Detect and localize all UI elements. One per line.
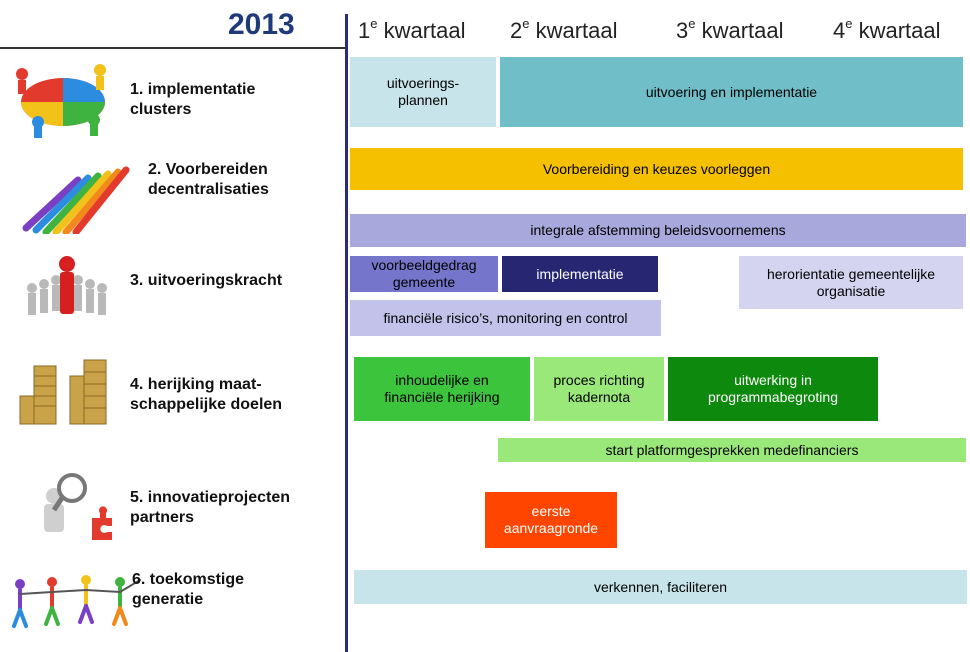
quarter-4-header: 4e kwartaal: [833, 16, 941, 43]
colored-arrows-icon: [22, 158, 132, 236]
row-label-voorbereiden-decentralisaties: 2. Voorbereiden decentralisaties: [148, 161, 269, 198]
bar-voorbereiding: Voorbereiding en keuzes voorleggen: [348, 146, 965, 192]
row-label-implementatie-clusters: 1. implementatie clusters: [130, 81, 256, 118]
row-label-herijking: 4. herijking maat- schappelijke doelen: [130, 376, 283, 413]
bar-financiele-risicos: financiële risico’s, monitoring en contr…: [348, 298, 663, 338]
row-label-innovatieprojecten: 5. innovatieprojecten partners: [130, 489, 291, 526]
quarter-2-header: 2e kwartaal: [510, 16, 618, 43]
bar-inhoudelijke-herijking: inhoudelijke en financiële herijking: [352, 355, 532, 423]
bar-uitvoering-en-implementatie: uitvoering en implementatie: [498, 55, 965, 129]
leader-crowd-icon: [12, 248, 122, 324]
bar-voorbeeldgedrag: voorbeeldgedrag gemeente: [348, 254, 500, 294]
bar-eerste-aanvraagronde: eerste aanvraagronde: [483, 490, 619, 550]
row-label-uitvoeringskracht: 3. uitvoeringskracht: [130, 272, 283, 289]
bar-uitvoeringsplannen: uitvoerings- plannen: [348, 55, 498, 129]
bar-integrale-afstemming: integrale afstemming beleidsvoornemens: [348, 212, 968, 249]
year-title: 2013: [228, 8, 295, 41]
timeline-axis: [345, 14, 348, 652]
quarter-3-header: 3e kwartaal: [676, 16, 784, 43]
row-label-toekomstige-generatie: 6. toekomstige generatie: [132, 571, 245, 608]
header-divider: [0, 47, 345, 49]
bar-uitwerking-programmabegroting: uitwerking in programmabegroting: [666, 355, 880, 423]
bar-proces-richting-kadernota: proces richting kadernota: [532, 355, 666, 423]
bar-herorientatie: herorientatie gemeentelijke organisatie: [737, 254, 965, 311]
bar-verkennen-faciliteren: verkennen, faciliteren: [352, 568, 969, 606]
bar-platformgesprekken: start platformgesprekken medefinanciers: [496, 436, 968, 464]
magnifier-puzzle-icon: [14, 470, 124, 546]
quarter-1-header: 1e kwartaal: [358, 16, 466, 43]
puzzle-people-icon: [8, 62, 118, 138]
dancing-children-icon: [6, 566, 141, 642]
coin-stacks-icon: [12, 352, 122, 428]
bar-implementatie: implementatie: [500, 254, 660, 294]
